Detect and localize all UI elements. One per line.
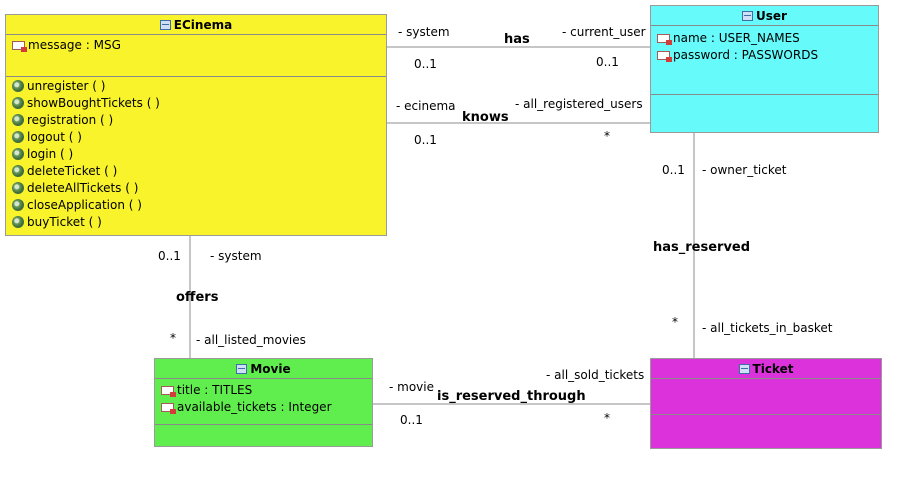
operation-icon: [12, 199, 24, 211]
class-icon: [159, 20, 171, 30]
operation-row: unregister ( ): [12, 78, 386, 95]
has-reserved-association-name: has_reserved: [653, 240, 751, 255]
movie-attributes: title : TITLES available_tickets : Integ…: [155, 379, 372, 425]
has-reserved-mult-b: *: [672, 315, 678, 329]
ecinema-class[interactable]: ECinema message : MSG unregister ( ) sho…: [5, 14, 387, 236]
has-reserved-role-b: - all_tickets_in_basket: [702, 321, 833, 335]
class-icon: [738, 364, 750, 374]
is-reserved-through-role-a: - movie: [389, 380, 434, 394]
has-reserved-mult-a: 0..1: [662, 163, 685, 177]
attribute-icon: [161, 386, 176, 397]
operation-row: buyTicket ( ): [12, 214, 386, 231]
has-role-a: - system: [398, 25, 450, 39]
knows-mult-b: *: [604, 129, 610, 143]
is-reserved-through-association-name: is_reserved_through: [437, 389, 586, 404]
offers-mult-a: 0..1: [158, 249, 181, 263]
offers-association-name: offers: [176, 290, 219, 305]
ticket-class-title: Ticket: [651, 359, 881, 379]
operation-row: closeApplication ( ): [12, 197, 386, 214]
ecinema-operations: unregister ( ) showBoughtTickets ( ) reg…: [6, 77, 386, 231]
operation-icon: [12, 148, 24, 160]
operation-icon: [12, 114, 24, 126]
offers-role-a: - system: [210, 249, 262, 263]
attribute-row: password : PASSWORDS: [657, 47, 878, 64]
user-class-title: User: [651, 6, 878, 26]
attribute-row: message : MSG: [12, 37, 386, 54]
operation-icon: [12, 131, 24, 143]
is-reserved-through-mult-b: *: [604, 411, 610, 425]
operation-row: showBoughtTickets ( ): [12, 95, 386, 112]
attribute-row: available_tickets : Integer: [161, 399, 372, 416]
movie-class-title: Movie: [155, 359, 372, 379]
operation-row: login ( ): [12, 146, 386, 163]
class-icon: [236, 364, 248, 374]
attribute-row: name : USER_NAMES: [657, 30, 878, 47]
ticket-class[interactable]: Ticket: [650, 358, 882, 449]
user-operations: [651, 95, 878, 97]
knows-association-name: knows: [462, 110, 509, 125]
attribute-icon: [161, 403, 176, 414]
knows-role-a: - ecinema: [396, 99, 456, 113]
user-class[interactable]: User name : USER_NAMES password : PASSWO…: [650, 5, 879, 133]
knows-mult-a: 0..1: [414, 133, 437, 147]
operation-icon: [12, 80, 24, 92]
has-role-b: - current_user: [562, 25, 646, 39]
attribute-icon: [657, 34, 672, 45]
attribute-row: title : TITLES: [161, 382, 372, 399]
class-icon: [742, 11, 754, 21]
is-reserved-through-mult-a: 0..1: [400, 413, 423, 427]
has-mult-b: 0..1: [596, 55, 619, 69]
offers-role-b: - all_listed_movies: [196, 333, 306, 347]
is-reserved-through-role-b: - all_sold_tickets: [546, 368, 645, 382]
has-mult-a: 0..1: [414, 57, 437, 71]
ticket-operations: [651, 415, 881, 417]
operation-icon: [12, 165, 24, 177]
operation-icon: [12, 97, 24, 109]
movie-class[interactable]: Movie title : TITLES available_tickets :…: [154, 358, 373, 447]
user-attributes: name : USER_NAMES password : PASSWORDS: [651, 26, 878, 95]
ecinema-attributes: message : MSG: [6, 35, 386, 77]
operation-row: registration ( ): [12, 112, 386, 129]
knows-role-b: - all_registered_users: [515, 97, 643, 111]
operation-icon: [12, 216, 24, 228]
ticket-attributes: [651, 379, 881, 415]
offers-mult-b: *: [170, 331, 176, 345]
operation-icon: [12, 182, 24, 194]
attribute-icon: [657, 51, 672, 62]
operation-row: logout ( ): [12, 129, 386, 146]
has-association-name: has: [504, 32, 530, 47]
operation-row: deleteTicket ( ): [12, 163, 386, 180]
ecinema-class-title: ECinema: [6, 15, 386, 35]
operation-row: deleteAllTickets ( ): [12, 180, 386, 197]
has-reserved-role-a: - owner_ticket: [702, 163, 787, 177]
movie-operations: [155, 425, 372, 427]
attribute-icon: [12, 41, 27, 52]
